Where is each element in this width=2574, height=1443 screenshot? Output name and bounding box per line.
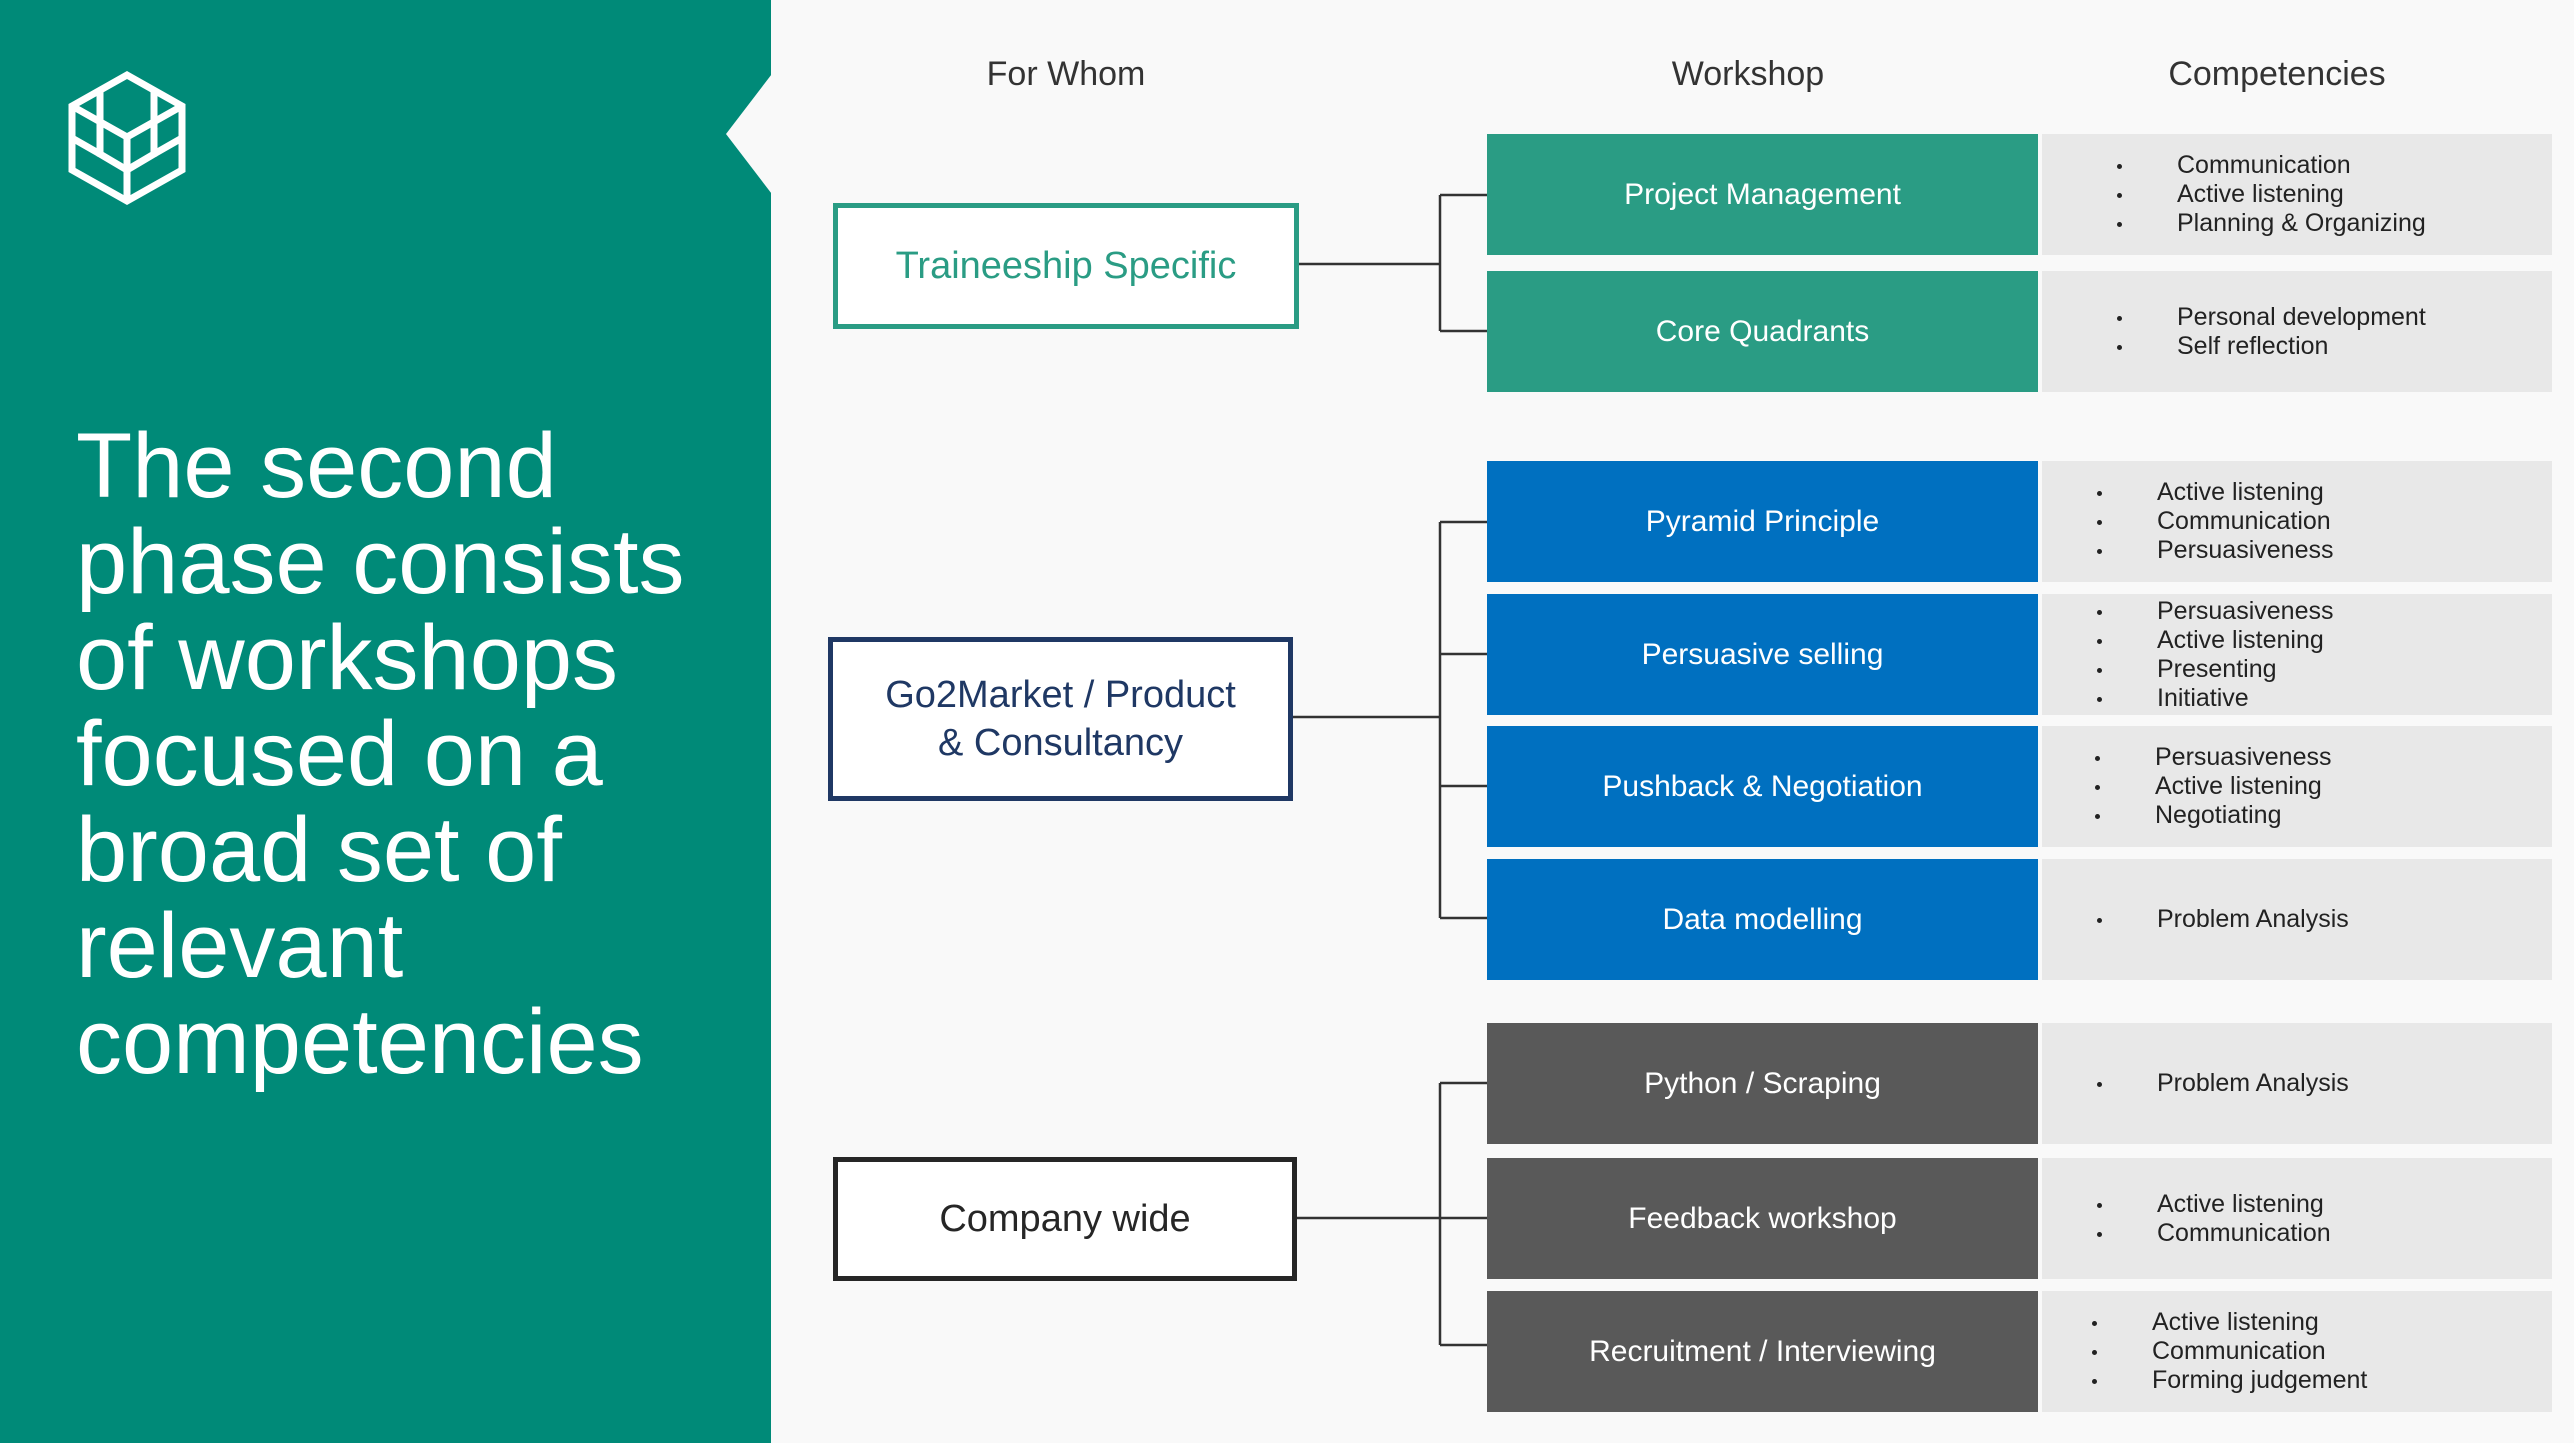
workshop-data-modelling: Data modelling — [1487, 859, 2038, 980]
competency-item: Self reflection — [2117, 332, 2426, 361]
workshop-feedback: Feedback workshop — [1487, 1158, 2038, 1279]
competency-item: Persuasiveness — [2096, 596, 2334, 625]
competencies-feedback: Active listening Communication — [2042, 1158, 2552, 1279]
competency-item: Active listening — [2096, 626, 2333, 655]
competency-item: Communication — [2096, 507, 2333, 536]
competencies-project-management: Communication Active listening Planning … — [2042, 134, 2552, 255]
competency-item: Communication — [2097, 1218, 2331, 1247]
competency-item: Initiative — [2096, 684, 2333, 713]
workshop-pushback-negotiation: Pushback & Negotiation — [1487, 726, 2038, 847]
competencies-persuasive-selling: Persuasiveness Active listening Presenti… — [2042, 594, 2552, 715]
workshop-recruitment-interviewing: Recruitment / Interviewing — [1487, 1291, 2038, 1412]
competencies-pushback-negotiation: Persuasiveness Active listening Negotiat… — [2042, 726, 2552, 847]
competency-item: Active listening — [2117, 180, 2426, 209]
competency-item: Presenting — [2096, 655, 2333, 684]
competency-item: Planning & Organizing — [2117, 209, 2426, 237]
left-panel: The second phase consists of workshops f… — [0, 0, 771, 1443]
competency-item: Problem Analysis — [2097, 1069, 2349, 1097]
workshop-project-management: Project Management — [1487, 134, 2038, 255]
competency-item: Active listening — [2096, 478, 2333, 507]
competency-item: Active listening — [2097, 1190, 2331, 1219]
header-for-whom: For Whom — [986, 55, 1146, 93]
group-go2market: Go2Market / Product & Consultancy — [828, 637, 1293, 801]
competency-item: Forming judgement — [2091, 1366, 2368, 1394]
competency-item: Problem Analysis — [2097, 905, 2349, 933]
workshop-python-scraping: Python / Scraping — [1487, 1023, 2038, 1144]
group-company-wide: Company wide — [833, 1157, 1297, 1281]
group-traineeship-specific: Traineeship Specific — [833, 203, 1299, 329]
headline: The second phase consists of workshops f… — [76, 415, 685, 1093]
competency-item: Negotiating — [2094, 801, 2331, 830]
competency-item: Communication — [2091, 1337, 2367, 1366]
competency-item: Persuasiveness — [2094, 743, 2332, 771]
workshop-persuasive-selling: Persuasive selling — [1487, 594, 2038, 715]
hexagon-notch — [726, 66, 870, 202]
competency-item: Active listening — [2094, 772, 2331, 801]
header-competencies: Competencies — [2168, 55, 2386, 93]
competencies-pyramid-principle: Active listening Communication Persuasiv… — [2042, 461, 2552, 582]
competencies-python-scraping: Problem Analysis — [2042, 1023, 2552, 1144]
competency-item: Persuasiveness — [2096, 536, 2334, 564]
competency-item: Personal development — [2117, 302, 2426, 331]
hexagon-cube-logo-icon — [68, 70, 186, 206]
competency-item: Active listening — [2091, 1308, 2367, 1337]
workshop-core-quadrants: Core Quadrants — [1487, 271, 2038, 392]
competencies-data-modelling: Problem Analysis — [2042, 859, 2552, 980]
competencies-recruitment-interviewing: Active listening Communication Forming j… — [2042, 1291, 2552, 1412]
competency-item: Communication — [2117, 151, 2426, 180]
header-workshop: Workshop — [1671, 55, 1825, 93]
competencies-core-quadrants: Personal development Self reflection — [2042, 271, 2552, 392]
workshop-pyramid-principle: Pyramid Principle — [1487, 461, 2038, 582]
